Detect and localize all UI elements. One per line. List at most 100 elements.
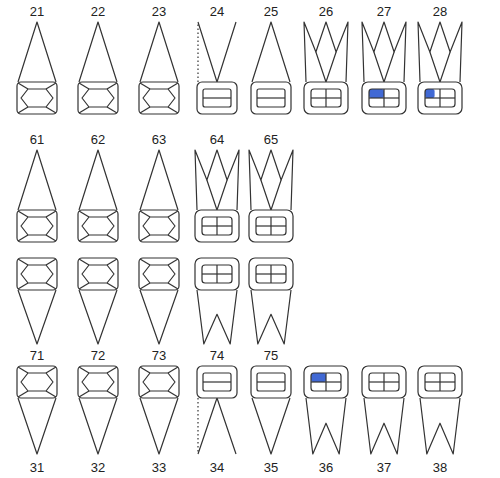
filling-mark (369, 89, 384, 98)
tooth-crown (107, 259, 117, 265)
tooth-crown (18, 391, 28, 397)
tooth (139, 22, 179, 114)
tooth (418, 366, 462, 454)
tooth-root (198, 398, 236, 454)
tooth-crown (18, 83, 28, 89)
tooth-crown (168, 83, 178, 89)
tooth-crown (168, 107, 178, 113)
tooth-root (140, 398, 178, 454)
tooth-crown (79, 367, 89, 373)
tooth (17, 22, 57, 114)
tooth-crown (107, 83, 117, 89)
tooth-crown (197, 82, 237, 114)
tooth-root (364, 398, 404, 454)
tooth-crown (139, 210, 179, 242)
tooth-crown (418, 366, 462, 398)
tooth-crown (256, 265, 286, 283)
tooth (197, 366, 237, 454)
tooth (195, 150, 239, 242)
tooth-crown (311, 381, 341, 382)
tooth-crown (18, 211, 28, 217)
tooth-crown (140, 235, 150, 241)
tooth-number: 25 (264, 5, 278, 19)
tooth-crown (46, 211, 56, 217)
tooth-crown (46, 391, 56, 397)
tooth-crown (168, 259, 178, 265)
tooth-number: 35 (264, 461, 278, 475)
tooth-crown (46, 283, 56, 289)
tooth-number: 22 (91, 5, 105, 19)
tooth (195, 258, 239, 344)
tooth-root (18, 290, 56, 344)
tooth-root (18, 22, 56, 82)
tooth (78, 22, 118, 114)
tooth-number: 27 (377, 5, 391, 19)
tooth-crown (107, 367, 117, 373)
tooth-number: 34 (210, 461, 224, 475)
tooth-crown (78, 366, 118, 398)
tooth-crown (107, 211, 117, 217)
tooth-row (17, 258, 293, 344)
tooth-number: 31 (30, 461, 44, 475)
tooth-root (140, 22, 178, 82)
tooth-crown (203, 97, 231, 98)
tooth-crown (168, 211, 178, 217)
tooth-root (207, 180, 227, 210)
filling-mark (311, 373, 326, 382)
tooth-crown (139, 258, 179, 290)
tooth-number: 61 (30, 133, 44, 147)
tooth-root (252, 398, 290, 454)
tooth-number: 33 (152, 461, 166, 475)
tooth-number: 24 (210, 5, 224, 19)
tooth-crown (79, 235, 89, 241)
filling-mark (425, 89, 435, 98)
tooth-number: 63 (152, 133, 166, 147)
tooth-crown (140, 83, 150, 89)
tooth (304, 22, 348, 114)
tooth-crown (21, 89, 53, 107)
tooth-number: 23 (152, 5, 166, 19)
tooth-crown (202, 217, 232, 235)
tooth-root (197, 398, 198, 454)
tooth-crown (82, 373, 114, 391)
tooth-crown (107, 235, 117, 241)
tooth-crown (46, 83, 56, 89)
tooth-crown (203, 89, 231, 107)
tooth (249, 258, 293, 344)
tooth (251, 22, 291, 114)
tooth-crown (311, 97, 341, 98)
tooth-row (17, 22, 462, 114)
tooth-row (17, 366, 462, 454)
tooth-row (17, 150, 293, 242)
tooth-crown (82, 89, 114, 107)
tooth-crown (249, 210, 293, 242)
tooth-crown (140, 391, 150, 397)
tooth-crown (257, 89, 285, 107)
tooth (249, 150, 293, 242)
tooth-root (195, 150, 239, 210)
tooth-crown (168, 283, 178, 289)
tooth-crown (168, 367, 178, 373)
tooth-crown (369, 373, 399, 391)
tooth (17, 150, 57, 242)
tooth-crown (202, 265, 232, 283)
tooth-crown (78, 82, 118, 114)
tooth-crown (79, 211, 89, 217)
tooth-crown (256, 273, 286, 274)
tooth-crown (202, 225, 232, 226)
tooth-crown (143, 265, 175, 283)
tooth-crown (168, 235, 178, 241)
tooth (17, 258, 57, 344)
tooth-crown (18, 367, 28, 373)
tooth-crown (46, 107, 56, 113)
tooth-crown (143, 217, 175, 235)
tooth-crown (362, 82, 406, 114)
tooth-crown (18, 259, 28, 265)
tooth-number: 32 (91, 461, 105, 475)
tooth-root (252, 22, 290, 82)
tooth-root (198, 22, 236, 82)
tooth-root (430, 52, 450, 82)
tooth-crown (362, 366, 406, 398)
tooth-crown (140, 283, 150, 289)
tooth-crown (17, 258, 57, 290)
